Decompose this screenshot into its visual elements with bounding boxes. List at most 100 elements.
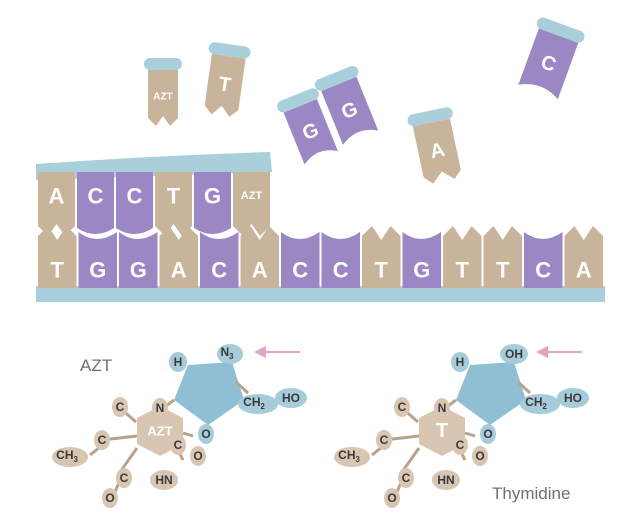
atom-bubble [152,398,168,418]
nucleotide-cap [144,58,182,70]
floating-nucleotide: AZT [144,58,182,126]
atom-label: C [116,400,125,414]
atom-bubble [376,430,392,450]
atom-label: O [193,449,202,463]
atom-label: O [201,427,210,441]
atom-bubble [520,394,560,414]
atom-bubble [116,468,132,488]
nucleotide-tile [78,232,117,288]
atom-bubble [170,435,186,455]
nucleotide-tile [233,172,270,236]
atom-label: C [398,400,407,414]
nucleotide-letter: T [51,258,65,283]
bottom-nucleotide: G [402,232,441,288]
bottom-nucleotide: A [159,226,198,288]
bottom-nucleotide: C [200,232,239,288]
atom-bubble [334,447,370,467]
nucleotide-letter: C [333,258,349,283]
atom-label: C [120,471,129,485]
atom-bubble [398,468,414,488]
atom-bubble [500,344,528,364]
pointer-arrow [254,346,300,358]
bond [464,431,476,438]
nucleotide-tile [402,232,441,288]
nucleotide-letter: A [252,258,268,283]
base-center-label: AZT [147,424,172,439]
bond [182,431,194,438]
nucleotide-letter: T [167,184,181,209]
atom-bubble [198,424,214,444]
atom-label: O [387,491,396,505]
nucleotide-letter: AZT [153,92,172,103]
bond [400,447,421,473]
atom-bubble [432,470,460,490]
nucleotide-tile [240,226,279,288]
nucleotide-letter: T [217,73,232,96]
top-nucleotide: A [38,172,75,236]
top-nucleotide: C [116,172,153,234]
nucleotide-tile [200,232,239,288]
nucleotide-tile [518,28,579,100]
bottom-nucleotide: C [321,232,360,288]
atom-label: N [156,401,165,415]
atom-bubble [190,446,206,466]
atom-label: HO [564,391,582,405]
nucleotide-letter: C [535,258,551,283]
atom-label: CH2 [525,395,547,411]
top-nucleotide: G [194,172,231,234]
nucleotide-letter: A [576,258,592,283]
atom-label: HN [437,473,454,487]
nucleotide-tile [321,76,379,145]
floating-nucleotide: T [204,42,251,117]
nucleotide-letter: G [299,119,322,145]
nucleotide-tile [194,172,231,234]
nucleotide-tile [77,172,114,234]
bottom-nucleotide: G [78,232,117,288]
bottom-nucleotide: G [119,232,158,288]
atom-bubble [112,397,128,417]
floating-nucleotide: G [314,66,379,145]
nucleotide-letter: A [171,258,187,283]
nucleotide-tile [116,172,153,234]
atom-label: C [98,433,107,447]
atom-bubble [169,352,187,372]
atom-label: H [456,355,465,369]
atom-label: C [174,438,183,452]
floating-nucleotide: A [407,107,461,184]
nucleotide-tile [443,226,482,288]
nucleotide-tile [564,226,603,288]
atom-label: OH [505,347,523,361]
top-nucleotide: C [77,172,114,234]
atom-bubble [434,398,450,418]
nucleotide-tile [483,226,522,288]
top-nucleotide: AZT [233,172,270,236]
atom-bubble [94,430,110,450]
top-nucleotide: T [155,172,192,236]
nucleotide-letter: A [428,139,447,164]
atom-bubble [480,424,496,444]
nucleotide-letter: G [413,258,430,283]
nucleotide-cap [407,107,453,127]
nucleotide-tile [412,118,461,184]
bottom-nucleotide: T [362,226,401,288]
atom-bubble [275,388,307,408]
nucleotide-cap [277,88,319,113]
atom-bubble [238,394,278,414]
atom-label: HO [282,391,300,405]
bottom-nucleotide: T [483,226,522,288]
bottom-nucleotide: A [240,226,279,288]
nucleotide-tile [362,226,401,288]
nucleotide-letter: G [338,98,361,124]
nucleotide-tile [155,172,192,236]
nucleotide-letter: G [204,184,221,209]
bottom-nucleotide: C [281,232,320,288]
nucleotide-cap [536,17,585,43]
bottom-nucleotide: C [524,232,563,288]
nucleotide-letter: C [88,184,104,209]
atom-label: HN [155,473,172,487]
atom-label: CH3 [56,448,78,464]
atom-label: N3 [220,345,234,361]
atom-label: CH2 [243,395,265,411]
